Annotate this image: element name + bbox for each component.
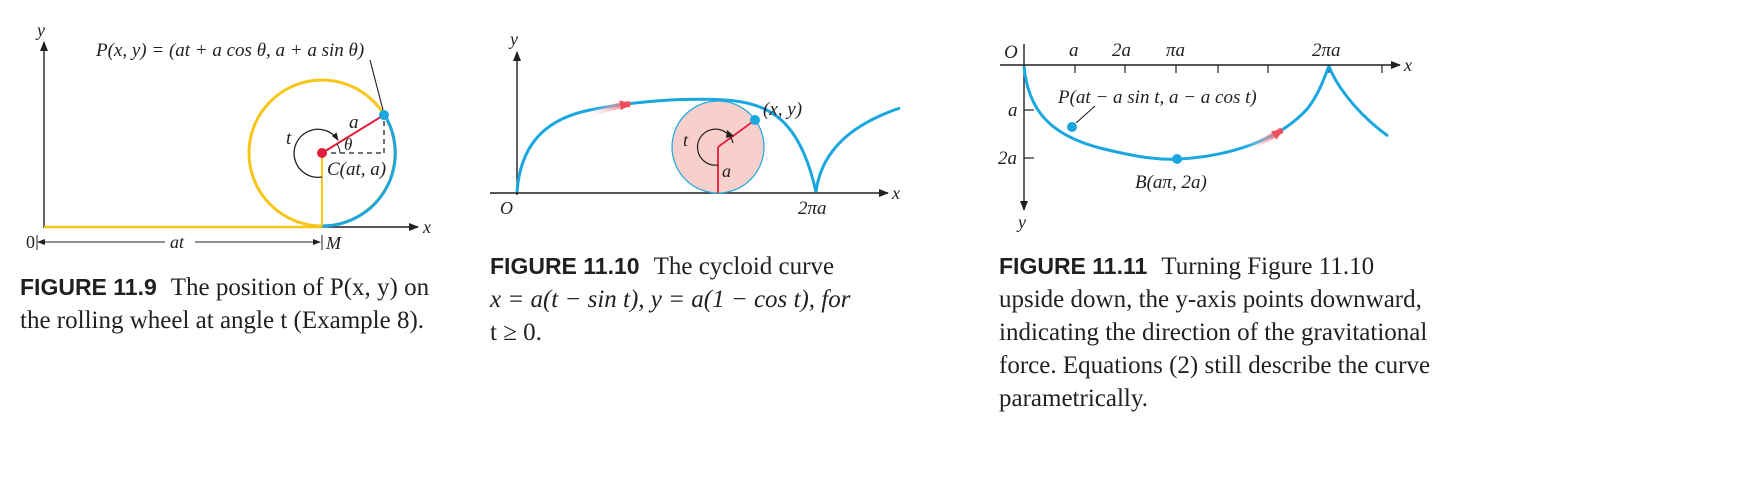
caption-text-1: The cycloid curve [653, 253, 835, 280]
theta-label: θ [344, 135, 352, 154]
formula-pointer [369, 59, 384, 111]
motion-arrow [583, 100, 632, 120]
caption-text-3: t ≥ 0. [490, 319, 542, 346]
origin-label: O [500, 198, 513, 218]
y-axis-label: y [35, 20, 45, 40]
origin-label: 0 [26, 232, 35, 252]
y-axis-label: y [508, 29, 518, 49]
two-pi-a-label: 2πa [798, 198, 827, 219]
x-axis-label: x [422, 217, 431, 237]
caption-text-4: force. Equations (2) still describe the … [999, 352, 1431, 379]
point-b [1172, 154, 1182, 164]
figure-11-10: y x O (x, y) t a 2πa FIGURE 11.10 The cyc… [480, 0, 950, 380]
radius-label: a [722, 161, 731, 181]
x-tick-2a: 2a [1112, 40, 1131, 61]
t-label: t [286, 128, 292, 149]
x-ticks [1074, 65, 1383, 73]
point-b-label: B(aπ, 2a) [1135, 172, 1207, 193]
wheel-arc-blue [321, 113, 397, 228]
t-label: t [683, 130, 689, 150]
figure-11-11-diagram: O a 2a πa 2πa x a 2a y P(at − a sin t, a… [998, 40, 1412, 232]
caption-label: FIGURE 11.11 [999, 253, 1148, 279]
y-tick-2a: 2a [998, 148, 1017, 169]
y-axis-label: y [1016, 212, 1026, 232]
x-tick-a: a [1069, 40, 1079, 61]
m-label: M [325, 233, 342, 253]
caption-11-9: FIGURE 11.9 The position of P(x, y) on th… [20, 271, 480, 337]
radius-to-p [321, 114, 385, 154]
p-pointer [1075, 105, 1096, 124]
caption-label: FIGURE 11.10 [490, 253, 640, 279]
y-tick-a: a [1008, 100, 1018, 121]
caption-text-3: indicating the direction of the gravitat… [999, 319, 1428, 346]
radius-label: a [349, 112, 359, 133]
figure-11-10-diagram: y x O (x, y) t a 2πa [490, 29, 901, 219]
point-formula: P(x, y) = (at + a cos θ, a + a sin θ) [95, 40, 364, 61]
point-p [379, 110, 389, 120]
caption-11-11: FIGURE 11.11 Turning Figure 11.10 upside … [999, 250, 1459, 415]
inverted-cycloid-arch-2 [1327, 65, 1389, 138]
figure-11-11: O a 2a πa 2πa x a 2a y P(at − a sin t, a… [990, 0, 1460, 490]
point-p-label: P(at − a sin t, a − a cos t) [1057, 87, 1257, 108]
t-angle-arc [293, 128, 339, 178]
caption-text-1: The position of P(x, y) on [170, 274, 430, 301]
figure-11-9-diagram: y x P(x, y) = (at + a cos θ, a + a sin θ… [26, 20, 431, 253]
point-label: (x, y) [763, 99, 802, 120]
center-point [317, 148, 327, 158]
cycloid-arch-2 [814, 106, 901, 193]
caption-text-5: parametrically. [999, 385, 1148, 412]
theta-angle-arc [336, 143, 341, 154]
x-axis-label: x [891, 183, 900, 203]
caption-text-2: x = a(t − sin t), y = a(1 − cos t), for [490, 286, 851, 313]
origin-label: O [1004, 42, 1018, 63]
at-label: at [170, 232, 185, 252]
x-tick-2pi-a: 2πa [1312, 40, 1341, 61]
caption-text-2: the rolling wheel at angle t (Example 8)… [20, 307, 425, 334]
caption-text-2: upside down, the y-axis points downward, [999, 286, 1422, 313]
radius-to-point [717, 119, 756, 148]
motion-arrow [1244, 127, 1284, 151]
inverted-cycloid-arch [1022, 65, 1331, 161]
caption-text-1: Turning Figure 11.10 [1161, 253, 1375, 280]
caption-11-10: FIGURE 11.10 The cycloid curve x = a(t − … [490, 250, 940, 349]
figure-11-9: y x P(x, y) = (at + a cos θ, a + a sin θ… [0, 0, 480, 380]
x-tick-pi-a: πa [1166, 40, 1185, 61]
x-axis-label: x [1403, 55, 1412, 75]
point-xy [750, 115, 760, 125]
point-p [1067, 122, 1077, 132]
cycloid-arch-1 [515, 97, 818, 193]
center-label: C(at, a) [327, 159, 386, 180]
caption-label: FIGURE 11.9 [20, 274, 157, 300]
